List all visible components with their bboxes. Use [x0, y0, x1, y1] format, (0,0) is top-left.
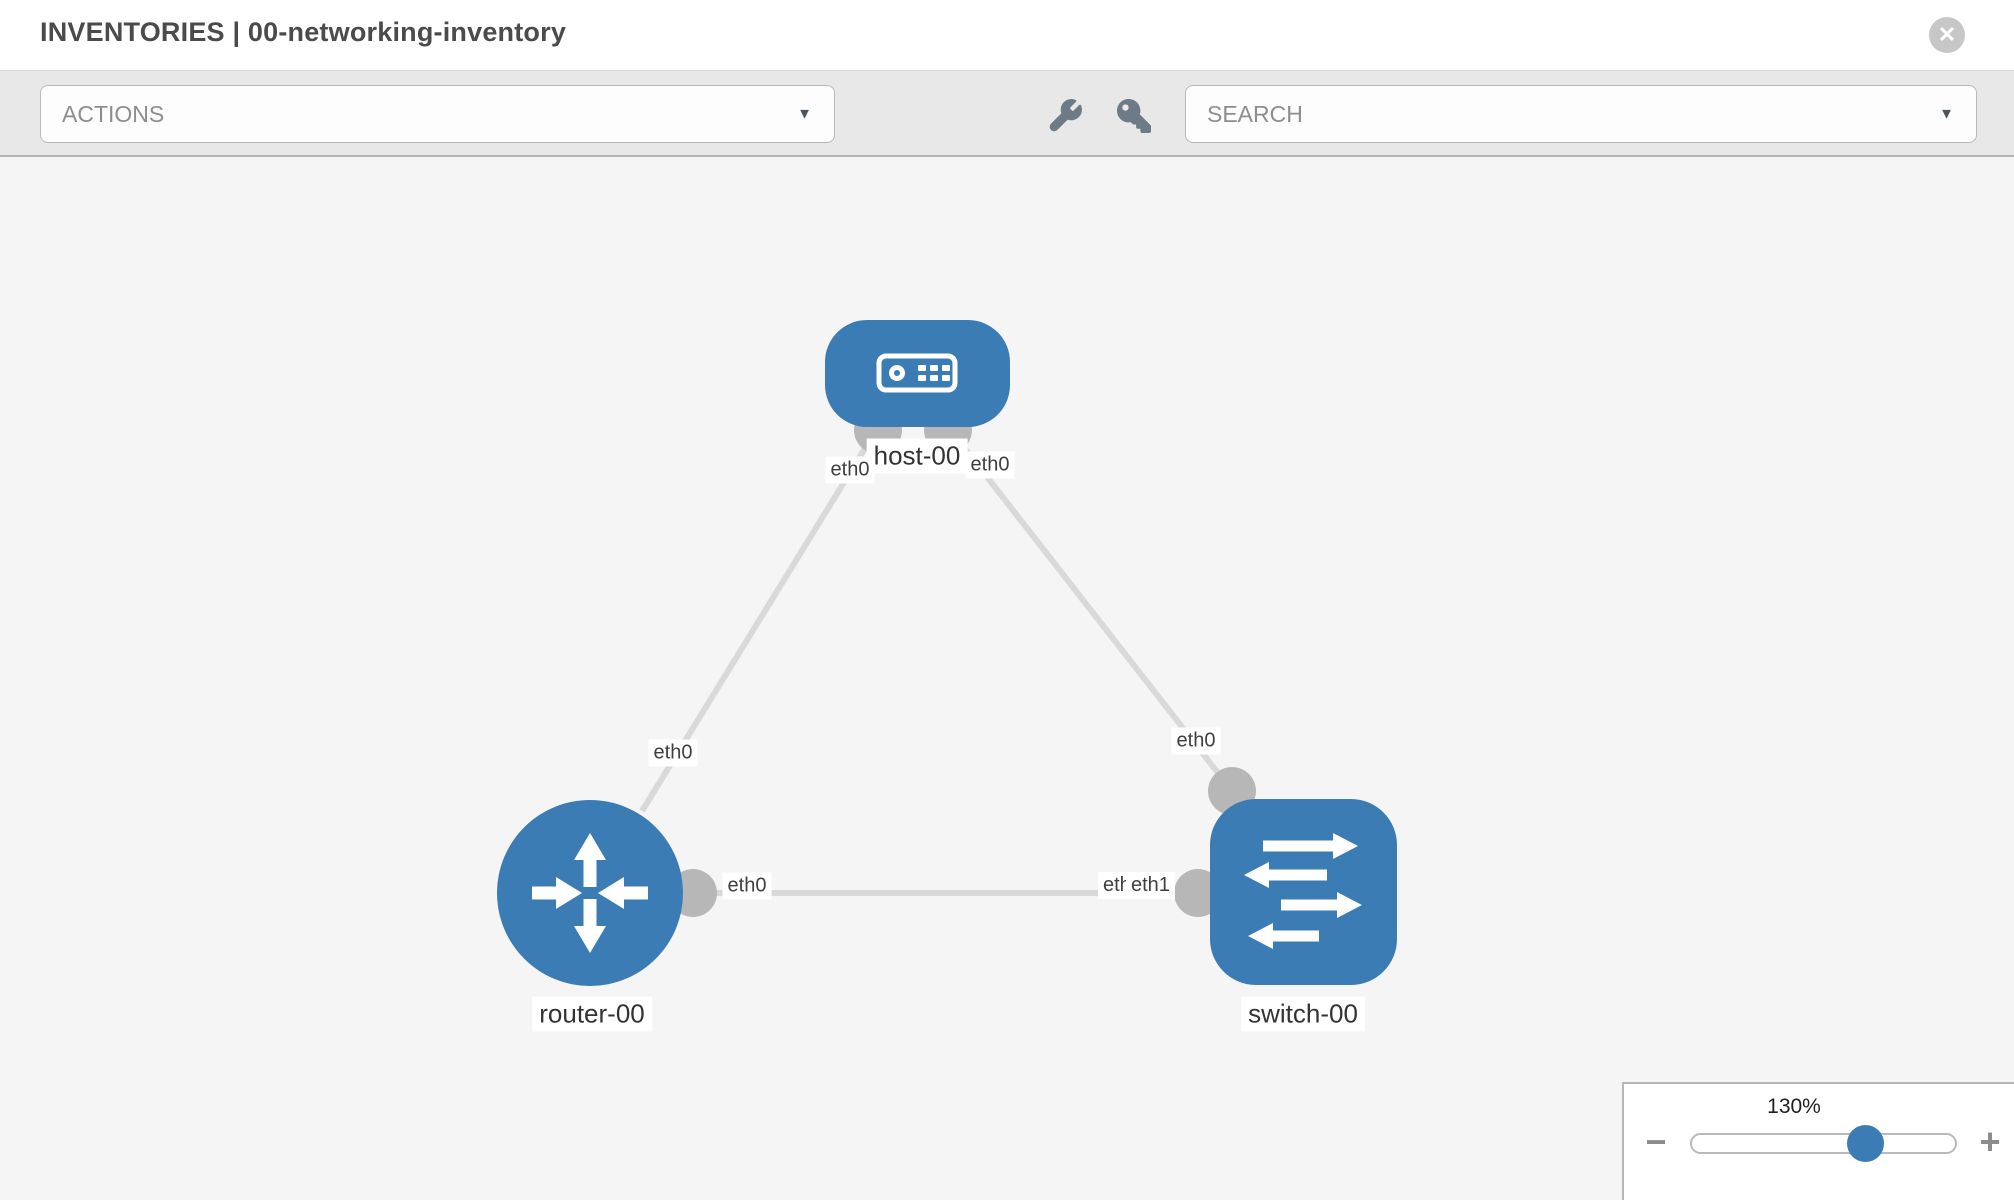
zoom-slider-knob[interactable]: [1847, 1125, 1884, 1162]
header: INVENTORIES | 00-networking-inventory ✕: [0, 0, 2014, 70]
interface-label-host-eth0-left: eth0: [825, 456, 875, 484]
close-button[interactable]: ✕: [1929, 17, 1965, 53]
close-icon: ✕: [1937, 22, 1957, 47]
interface-label-host-eth0-right: eth0: [965, 451, 1015, 479]
zoom-in-button[interactable]: +: [1968, 1120, 2012, 1164]
zoom-out-button[interactable]: −: [1634, 1120, 1678, 1164]
node-router-00[interactable]: [497, 800, 683, 986]
wrench-icon: [1049, 99, 1082, 132]
interface-label-router-diag-eth0: eth0: [648, 739, 698, 767]
node-label-router-00: router-00: [532, 996, 652, 1032]
configure-button[interactable]: [1043, 94, 1087, 138]
interface-label-switch-link-eth1: eth1: [1126, 872, 1175, 899]
server-icon: [876, 353, 958, 393]
zoom-level-value: 130%: [1767, 1095, 1821, 1118]
toolbar: ACTIONS ▼ SEARCH ▼: [0, 70, 2014, 157]
chevron-down-icon: ▼: [1939, 105, 1954, 123]
switch-icon: [1244, 833, 1362, 949]
node-switch-00[interactable]: [1210, 799, 1397, 985]
search-dropdown-label: SEARCH: [1207, 101, 1303, 127]
actions-dropdown[interactable]: ACTIONS ▼: [40, 85, 835, 143]
key-icon: [1117, 99, 1151, 133]
page-title: INVENTORIES | 00-networking-inventory: [40, 17, 567, 47]
node-host-00[interactable]: [825, 320, 1010, 427]
zoom-panel: 130% − +: [1622, 1082, 2014, 1200]
chevron-down-icon: ▼: [797, 105, 812, 123]
topology-svg: [497, 320, 1397, 986]
zoom-slider-track[interactable]: [1690, 1125, 1957, 1162]
router-icon: [532, 833, 648, 953]
node-label-switch-00: switch-00: [1241, 996, 1365, 1032]
topology-canvas[interactable]: host-00 router-00 switch-00 eth0 eth0 et…: [0, 159, 2014, 1200]
interface-label-router-link-eth0: eth0: [722, 872, 772, 900]
interface-label-switch-diag-eth0: eth0: [1171, 727, 1221, 755]
node-label-host-00: host-00: [866, 438, 968, 474]
search-dropdown[interactable]: SEARCH ▼: [1185, 85, 1977, 143]
credentials-button[interactable]: [1112, 94, 1156, 138]
actions-dropdown-label: ACTIONS: [62, 101, 165, 127]
